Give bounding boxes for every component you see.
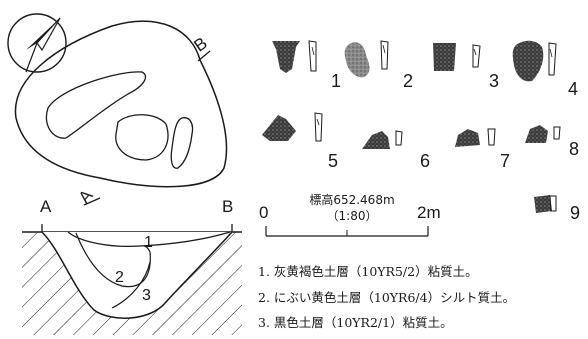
artifact-1-number: 1 — [331, 71, 342, 91]
artifact-2-sherd — [344, 40, 389, 78]
legend-item-2: 2. にぶい黄色土層（10YR6/4）シルト質土。 — [258, 290, 516, 305]
artifact-4-number: 4 — [568, 79, 579, 99]
artifact-5-sherd — [262, 112, 323, 142]
artifact-1-sherd — [272, 40, 317, 73]
artifact-5-number: 5 — [328, 151, 339, 171]
scale-bar — [260, 222, 440, 238]
section-layer-1-label: 1 — [144, 234, 153, 251]
artifact-2-number: 2 — [403, 71, 414, 91]
artifact-9-number: 9 — [570, 203, 581, 223]
pit-section-view — [0, 210, 250, 335]
pit-plan-view — [0, 0, 250, 215]
artifact-4-sherd — [512, 40, 557, 82]
section-layer-3-label: 3 — [142, 287, 151, 304]
artifact-8-number: 8 — [569, 139, 580, 159]
scale-start-label: 0 — [259, 203, 269, 222]
scale-ratio: （1:80） — [326, 209, 378, 223]
artifacts-panel — [260, 25, 588, 225]
artifact-8-sherd — [525, 125, 561, 143]
artifact-6-sherd — [362, 130, 403, 149]
scale-elevation: 標高652.468m — [309, 193, 395, 207]
artifact-6-number: 6 — [420, 151, 431, 171]
section-layer-2-label: 2 — [115, 269, 124, 286]
artifact-3-number: 3 — [489, 71, 500, 91]
scale-end-label: 2m — [417, 203, 441, 222]
section-label-b: B — [222, 197, 234, 216]
legend-item-3: 3. 黒色土層（10YR2/1）粘質土。 — [258, 315, 453, 330]
section-label-a: A — [40, 197, 52, 216]
legend-item-1: 1. 灰黄褐色土層（10YR5/2）粘質土。 — [258, 264, 478, 279]
artifact-7-number: 7 — [500, 151, 511, 171]
artifact-3-sherd — [433, 43, 481, 71]
north-arrow — [4, 10, 70, 76]
artifact-9-sherd — [534, 195, 557, 213]
artifact-7-sherd — [455, 128, 496, 147]
